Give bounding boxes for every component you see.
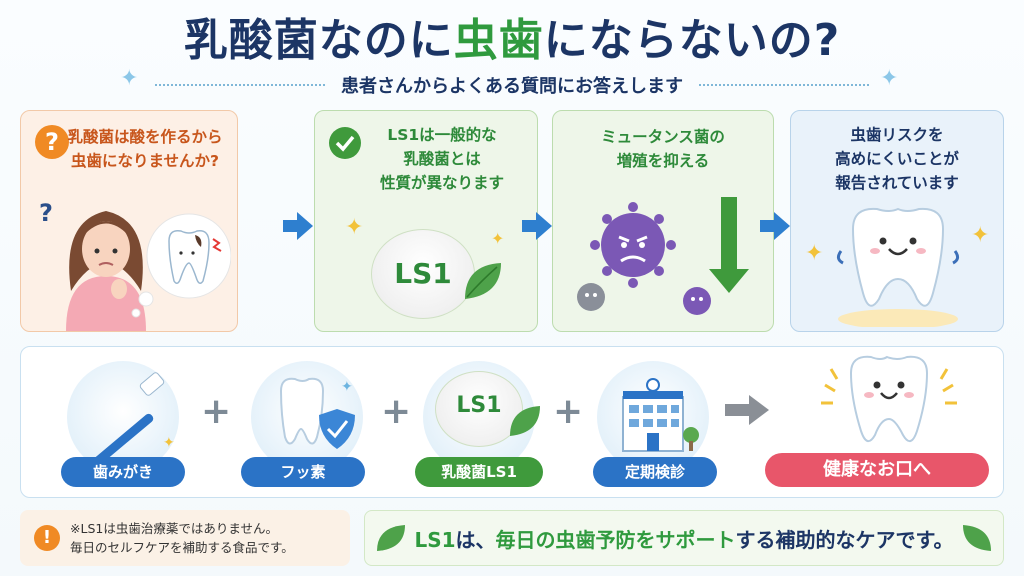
plus-icon: + [381,391,412,432]
toothbrush-icon: ✦ [89,372,175,467]
care-label-ls1: 乳酸菌LS1 [415,457,543,487]
banner-text-part: する補助的なケアです。 [735,527,954,552]
disclaimer-note: ! ※LS1は虫歯治療薬ではありません。 毎日のセルフケアを補助する食品です。 [20,510,350,566]
step-card-ls1: LS1は一般的な 乳酸菌とは 性質が異なります LS1 ✦ ✦ [314,110,538,332]
leaf-icon [377,525,405,551]
banner-text-part: は、 [455,527,496,552]
fluoride-shield-icon: ✦ [279,377,355,449]
step-line: 増殖を抑える [616,152,710,170]
step-line: 乳酸菌とは [403,150,481,168]
sparkle-icon: ✦ [345,215,364,240]
svg-text:?: ? [39,199,53,227]
step-line: 高めにくいことが [835,150,959,168]
page-title: 乳酸菌なのに虫歯にならないの? [0,4,1024,68]
sparkle-icon: ✦ [491,229,505,248]
step-text: 虫歯リスクを 高めにくいことが 報告されています [791,123,1003,195]
warning-icon: ! [34,525,60,551]
tablet-label: LS1 [394,257,452,290]
disclaimer-line: ※LS1は虫歯治療薬ではありません。 [70,521,278,536]
step-line: LS1は一般的な [387,126,497,144]
question-icon: ? [35,125,69,159]
sparkle-icon: ✦ [971,223,990,248]
summary-text: LS1は、毎日の虫歯予防をサポートする補助的なケアです。 [414,524,953,553]
plus-icon: + [201,391,232,432]
banner-highlight: 毎日の虫歯予防をサポート [495,527,736,552]
title-highlight: 虫歯 [453,15,544,66]
sparkle-icon: ✦ [120,66,139,91]
care-panel: ✦ 歯みがき + ✦ フッ素 + LS1 乳酸菌LS1 + 定期検診 [20,346,1004,498]
step-line: 性質が異なります [379,174,504,192]
sparkle-icon: ✦ [880,66,899,91]
flow-arrow-icon [522,212,552,240]
ls1-tablet-icon [435,371,523,447]
banner-ls1: LS1 [414,527,456,552]
disclaimer-line: 毎日のセルフケアを補助する食品です。 [70,540,294,555]
step-line: 虫歯になりませんか? [70,152,220,170]
step-card-risk: 虫歯リスクを 高めにくいことが 報告されています ✦ ✦ [790,110,1004,332]
step-line: ミュータンス菌の [601,128,725,146]
care-label-brushing: 歯みがき [61,457,185,487]
flow-arrow-icon [283,212,313,240]
care-label-checkup: 定期検診 [593,457,717,487]
check-icon [329,127,361,159]
step-text: LS1は一般的な 乳酸菌とは 性質が異なります [345,123,539,195]
worried-patient-icon: ? [39,199,231,331]
title-part1: 乳酸菌なのに [183,15,454,66]
result-label: 健康なお口へ [765,453,989,487]
plus-icon: + [553,391,584,432]
subtitle-row: 患者さんからよくある質問にお答えします [0,70,1024,100]
bacteria-icon [577,197,749,315]
step-line: 虫歯リスクを [850,126,944,144]
step-card-mutans: ミュータンス菌の 増殖を抑える [552,110,774,332]
tablet-label: LS1 [456,393,502,418]
step-line: 乳酸菌は酸を作るから [67,128,223,146]
title-part2: にならないの? [543,15,841,66]
flow-arrow-icon [760,212,790,240]
care-label-fluoride: フッ素 [241,457,365,487]
summary-banner: LS1は、毎日の虫歯予防をサポートする補助的なケアです。 [364,510,1004,566]
leaf-icon [510,406,540,436]
happy-tooth-result-icon [821,355,957,442]
disclaimer-text: ※LS1は虫歯治療薬ではありません。 毎日のセルフケアを補助する食品です。 [70,519,294,557]
svg-text:✦: ✦ [341,379,353,395]
step-text: 乳酸菌は酸を作るから 虫歯になりませんか? [51,125,239,173]
step-line: 報告されています [835,174,959,192]
divider [699,84,869,86]
step-card-question: ? 乳酸菌は酸を作るから 虫歯になりませんか? ? [20,110,238,332]
subtitle: 患者さんからよくある質問にお答えします [341,76,683,97]
happy-tooth-icon [836,207,960,327]
sparkle-icon: ✦ [805,241,824,266]
dental-clinic-icon [622,378,699,452]
divider [155,84,325,86]
gray-arrow-icon [725,395,769,425]
leaf-icon [963,525,991,551]
leaf-icon [465,263,501,299]
step-text: ミュータンス菌の 増殖を抑える [553,125,773,173]
ls1-tablet-icon [371,229,475,319]
svg-text:✦: ✦ [163,435,175,451]
